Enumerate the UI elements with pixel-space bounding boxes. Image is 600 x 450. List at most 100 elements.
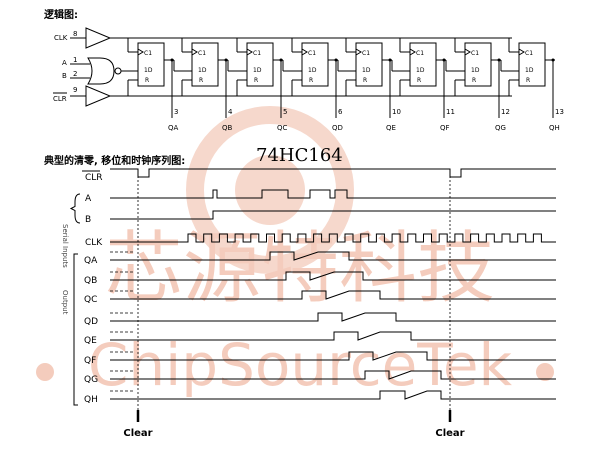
output-label: QH	[549, 124, 560, 132]
clock-edge-marker	[518, 48, 525, 56]
and-gate	[87, 57, 115, 85]
ff-reset-label: R	[199, 77, 203, 84]
clr-waveform	[110, 168, 556, 178]
clock-edge-marker	[409, 48, 416, 56]
clock-edge-marker	[301, 48, 308, 56]
ff-clock-label: C1	[471, 50, 479, 57]
output-pin-number: 10	[392, 108, 401, 116]
timing-diagram-header: 典型的清零, 移位和时钟序列图:	[44, 156, 186, 167]
output-pin-number: 5	[283, 108, 287, 116]
signal-label: QA	[84, 256, 98, 266]
ff-data-label: 1D	[416, 67, 425, 74]
ff-reset-label: R	[309, 77, 313, 84]
output-pin-number: 6	[338, 108, 343, 116]
output-pin-number: 3	[174, 108, 178, 116]
output-label: QC	[277, 124, 288, 132]
signal-label: QD	[84, 317, 98, 327]
ff-clock-label: C1	[416, 50, 424, 57]
output-label: QG	[495, 124, 506, 132]
ff-reset-label: R	[254, 77, 258, 84]
output-waveform	[110, 290, 556, 300]
clk-waveform	[110, 233, 556, 243]
logic-diagram-header: 逻辑图:	[44, 10, 78, 21]
output-label: QF	[440, 124, 450, 132]
output-waveform	[110, 370, 556, 380]
clear-label: Clear	[435, 428, 464, 439]
ff-clock-label: C1	[198, 50, 206, 57]
output-waveform	[110, 390, 556, 400]
ff-reset-label: R	[526, 77, 530, 84]
timing-diagram: CLR A B CLK QA QB QC QD QE QF QG QH Serial InputsOut…	[61, 168, 556, 439]
output-pin-number: 13	[555, 108, 564, 116]
clock-edge-marker	[137, 48, 144, 56]
output-waveform	[110, 351, 556, 361]
b-waveform	[110, 210, 556, 220]
output-group-label: Output	[61, 290, 69, 315]
serial-inputs-label: Serial Inputs	[61, 224, 69, 268]
a-input-label: A	[62, 59, 67, 67]
signal-label: QF	[84, 356, 96, 366]
flip-flop	[301, 42, 329, 87]
signal-label: QC	[84, 295, 97, 305]
output-label: QD	[332, 124, 343, 132]
clr-buffer-gate	[85, 85, 112, 107]
flip-flop	[409, 42, 437, 87]
output-pin-number: 12	[501, 108, 510, 116]
signal-label: CLK	[85, 238, 103, 248]
signal-label: QE	[84, 336, 97, 346]
flip-flop	[518, 42, 546, 87]
ff-reset-label: R	[472, 77, 476, 84]
ff-data-label: 1D	[144, 67, 153, 74]
signal-label: QG	[84, 375, 98, 385]
signal-label: QB	[84, 276, 97, 286]
clk-input-label: CLK	[54, 34, 68, 42]
output-label: QA	[168, 124, 179, 132]
output-pin-number: 11	[446, 108, 455, 116]
output-waveform	[110, 331, 556, 341]
clr-input-label: CLR	[53, 95, 67, 103]
ff-clock-label: C1	[253, 50, 261, 57]
ff-clock-label: C1	[308, 50, 316, 57]
ff-clock-label: C1	[144, 50, 152, 57]
clock-edge-marker	[191, 48, 198, 56]
output-label: QE	[386, 124, 396, 132]
clock-edge-marker	[246, 48, 253, 56]
signal-label: CLR	[85, 173, 103, 183]
a-waveform	[110, 189, 556, 199]
output-pin-number: 4	[228, 108, 233, 116]
output-waveform	[110, 251, 556, 261]
output-waveform	[110, 312, 556, 322]
ff-data-label: 1D	[362, 67, 371, 74]
ff-data-label: 1D	[253, 67, 262, 74]
clock-edge-marker	[464, 48, 471, 56]
flip-flop	[246, 42, 274, 87]
flip-flop	[191, 42, 219, 87]
ff-reset-label: R	[145, 77, 149, 84]
output-bracket	[73, 253, 78, 406]
ff-data-label: 1D	[308, 67, 317, 74]
input-brace	[69, 193, 81, 224]
clear-label: Clear	[123, 428, 152, 439]
clk-buffer-gate	[85, 27, 112, 49]
flip-flop	[464, 42, 492, 87]
a-pin-number: 1	[73, 56, 77, 64]
ff-reset-label: R	[417, 77, 421, 84]
ff-data-label: 1D	[198, 67, 207, 74]
flip-flop	[355, 42, 383, 87]
clk-pin-number: 8	[73, 30, 77, 38]
clr-pin-number: 9	[73, 86, 77, 94]
ff-data-label: 1D	[471, 67, 480, 74]
signal-label: A	[85, 194, 92, 204]
ff-clock-label: C1	[525, 50, 533, 57]
flip-flop	[137, 42, 165, 87]
signal-label: QH	[84, 395, 98, 405]
output-label: QB	[222, 124, 233, 132]
logic-diagram: CLKABCLR8129C11DR3QAC11DR4QBC11DR5QCC11D…	[53, 27, 564, 132]
ff-reset-label: R	[363, 77, 367, 84]
b-pin-number: 2	[73, 70, 77, 78]
gate-inversion-bubble	[114, 67, 122, 75]
b-input-label: B	[62, 72, 67, 80]
chip-title: 74HC164	[256, 145, 343, 166]
ff-clock-label: C1	[362, 50, 370, 57]
signal-label: B	[85, 215, 91, 225]
